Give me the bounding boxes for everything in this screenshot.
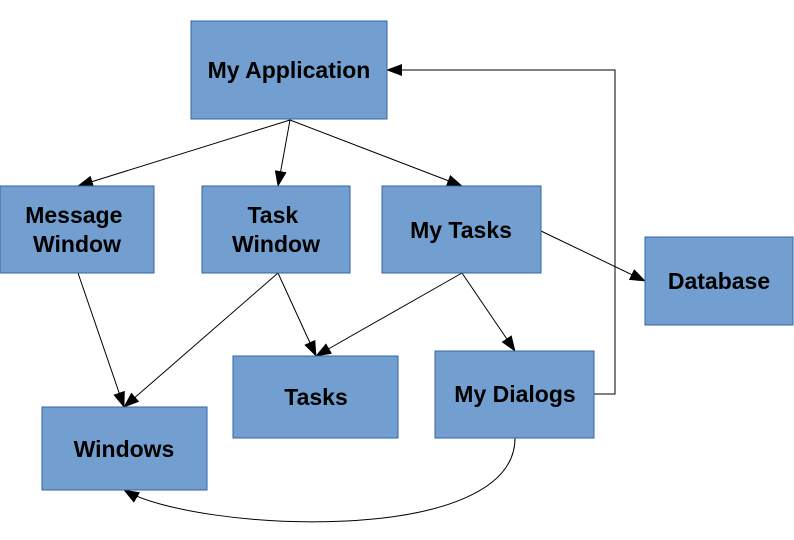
- edges: [77, 64, 646, 523]
- edge-my-dialogs-to-windows: [123, 437, 516, 523]
- node-windows: Windows: [41, 406, 208, 491]
- node-my-dialogs-label: My Dialogs: [454, 381, 575, 407]
- node-my-tasks-label: My Tasks: [410, 217, 512, 243]
- node-my-tasks: My Tasks: [381, 185, 542, 274]
- node-task-window: Task Window: [201, 185, 351, 274]
- edge-my-tasks-to-database: [540, 230, 646, 282]
- edge-task-window-to-tasks: [277, 272, 317, 357]
- node-message-window: Message Window: [0, 185, 155, 274]
- edge-my-application-to-task-window: [274, 119, 291, 187]
- edge-my-tasks-to-tasks: [315, 272, 463, 357]
- edge-my-tasks-to-my-dialogs: [461, 272, 516, 352]
- edge-task-window-to-windows: [123, 272, 279, 408]
- node-tasks-label: Tasks: [284, 384, 348, 410]
- node-my-application: My Application: [190, 20, 388, 120]
- node-my-application-label: My Application: [208, 57, 371, 83]
- edge-my-application-to-message-window: [77, 119, 291, 188]
- node-tasks: Tasks: [232, 355, 399, 439]
- edge-my-application-to-my-tasks: [289, 119, 463, 187]
- node-database: Database: [644, 236, 794, 326]
- node-message-window-label: Message Window: [25, 202, 129, 257]
- node-task-window-label: Task Window: [232, 202, 320, 257]
- edge-my-dialogs-to-my-application: [386, 64, 616, 395]
- node-my-dialogs: My Dialogs: [434, 350, 595, 439]
- edge-message-window-to-windows: [77, 272, 125, 408]
- node-database-label: Database: [668, 268, 770, 294]
- node-windows-label: Windows: [74, 436, 175, 462]
